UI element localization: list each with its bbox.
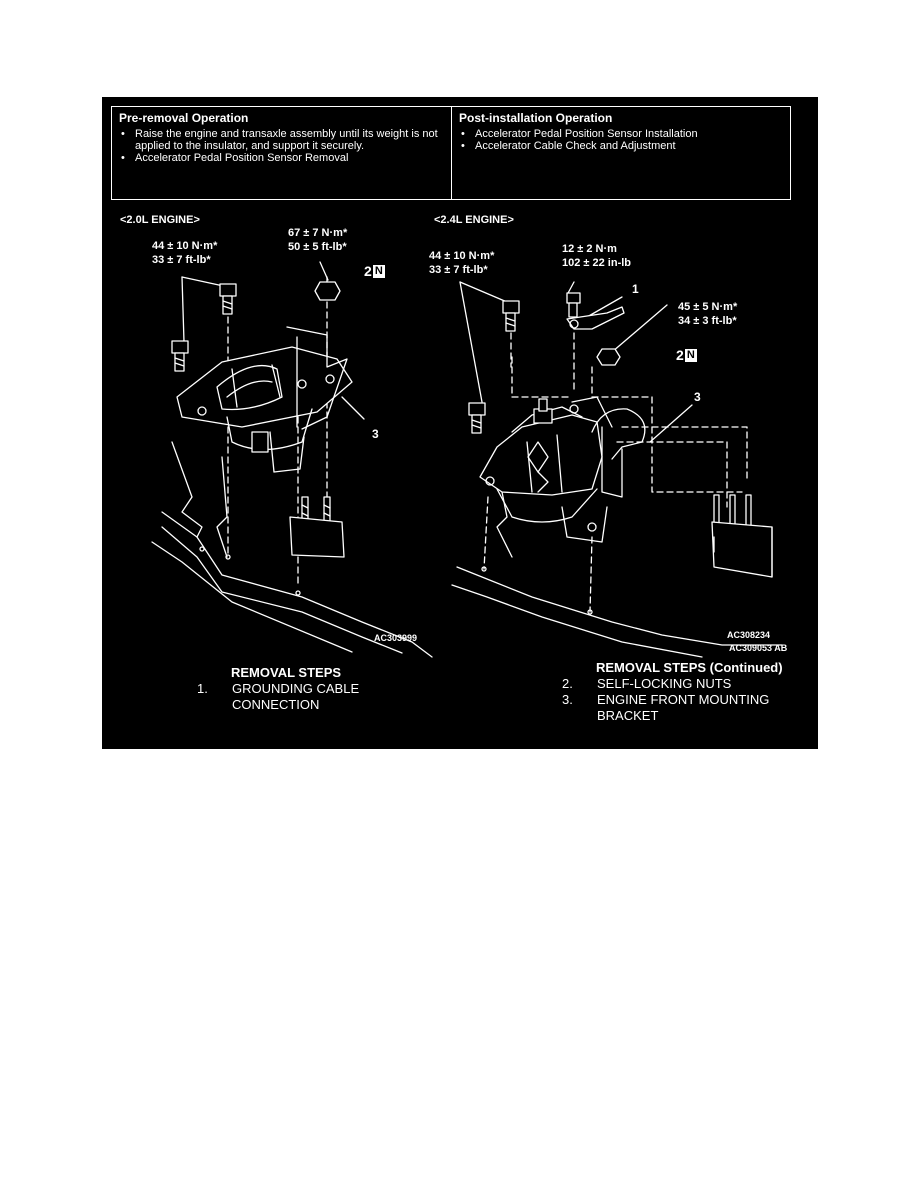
engine-24-ground-torque-inlb: 102 ± 22 in-lb xyxy=(562,257,632,269)
pre-removal-item: Accelerator Pedal Position Sensor Remova… xyxy=(119,152,445,164)
removal-steps-continued-title: REMOVAL STEPS (Continued) xyxy=(596,660,783,675)
engine-24-figure-code-b: AC309053 AB xyxy=(729,643,788,653)
post-installation-title: Post-installation Operation xyxy=(459,111,613,125)
engine-20-drawing xyxy=(151,261,433,658)
step-number: 1. xyxy=(197,681,208,696)
step-text-line: ENGINE FRONT MOUNTING xyxy=(597,692,770,707)
engine-20-figure-code: AC303999 xyxy=(374,633,418,643)
post-installation-item: Accelerator Cable Check and Adjustment xyxy=(459,140,784,152)
engine-20-heading: <2.0L ENGINE> xyxy=(120,214,200,226)
engine-24-callout-1: 1 xyxy=(632,282,639,296)
engine-20-nut-torque-nm: 67 ± 7 N·m* xyxy=(288,227,348,239)
n-mark-icon: N xyxy=(372,264,385,278)
post-installation-item: Accelerator Pedal Position Sensor Instal… xyxy=(459,128,784,140)
step-text: SELF-LOCKING NUTS xyxy=(597,676,732,691)
step-text: ENGINE FRONT MOUNTING BRACKET xyxy=(597,692,769,724)
engine-24-callout-3: 3 xyxy=(694,390,701,404)
removal-steps-title: REMOVAL STEPS xyxy=(231,665,342,680)
engine-24-figure-code-a: AC308234 xyxy=(727,630,771,640)
engine-24-drawing xyxy=(451,281,783,658)
step-text-line: CONNECTION xyxy=(232,697,320,712)
engine-20-nut-torque-ft: 50 ± 5 ft-lb* xyxy=(288,241,347,253)
removal-steps-continued: REMOVAL STEPS (Continued) 2. SELF-LOCKIN… xyxy=(562,660,802,724)
step-text: GROUNDING CABLE CONNECTION xyxy=(232,681,359,713)
step-text-line: GROUNDING CABLE xyxy=(232,681,360,696)
callout-2-number: 2 xyxy=(676,347,684,363)
pre-removal-item: Raise the engine and transaxle assembly … xyxy=(119,128,445,152)
list-item: 2. SELF-LOCKING NUTS xyxy=(562,676,802,692)
n-mark-icon: N xyxy=(684,348,697,362)
pre-removal-title: Pre-removal Operation xyxy=(119,111,249,125)
mount-illustration xyxy=(151,261,783,658)
list-item: 1. GROUNDING CABLE CONNECTION xyxy=(197,681,427,713)
post-installation-box: Post-installation Operation Accelerator … xyxy=(451,106,791,200)
step-text-line: BRACKET xyxy=(597,708,659,723)
engine-24-ground-torque-nm: 12 ± 2 N·m xyxy=(562,243,617,255)
service-figure: Pre-removal Operation Raise the engine a… xyxy=(102,97,818,749)
pre-removal-box: Pre-removal Operation Raise the engine a… xyxy=(111,106,452,200)
list-item: 3. ENGINE FRONT MOUNTING BRACKET xyxy=(562,692,802,724)
engine-24-bolt-torque-nm: 44 ± 10 N·m* xyxy=(429,250,495,262)
post-installation-list: Accelerator Pedal Position Sensor Instal… xyxy=(459,128,784,152)
engine-24-heading: <2.4L ENGINE> xyxy=(434,214,514,226)
engine-24-nut-torque-nm: 45 ± 5 N·m* xyxy=(678,301,738,313)
engine-20-bolt-torque-nm: 44 ± 10 N·m* xyxy=(152,240,218,252)
step-number: 3. xyxy=(562,692,573,707)
step-number: 2. xyxy=(562,676,573,691)
pre-removal-list: Raise the engine and transaxle assembly … xyxy=(119,128,445,164)
callout-2-number: 2 xyxy=(364,263,372,279)
engine-20-callout-3: 3 xyxy=(372,427,379,441)
removal-steps: REMOVAL STEPS 1. GROUNDING CABLE CONNECT… xyxy=(197,665,427,713)
engine-20-bolt-torque-ft: 33 ± 7 ft-lb* xyxy=(152,254,211,266)
engine-24-nut-torque-ft: 34 ± 3 ft-lb* xyxy=(678,315,737,327)
engine-24-bolt-torque-ft: 33 ± 7 ft-lb* xyxy=(429,264,488,276)
